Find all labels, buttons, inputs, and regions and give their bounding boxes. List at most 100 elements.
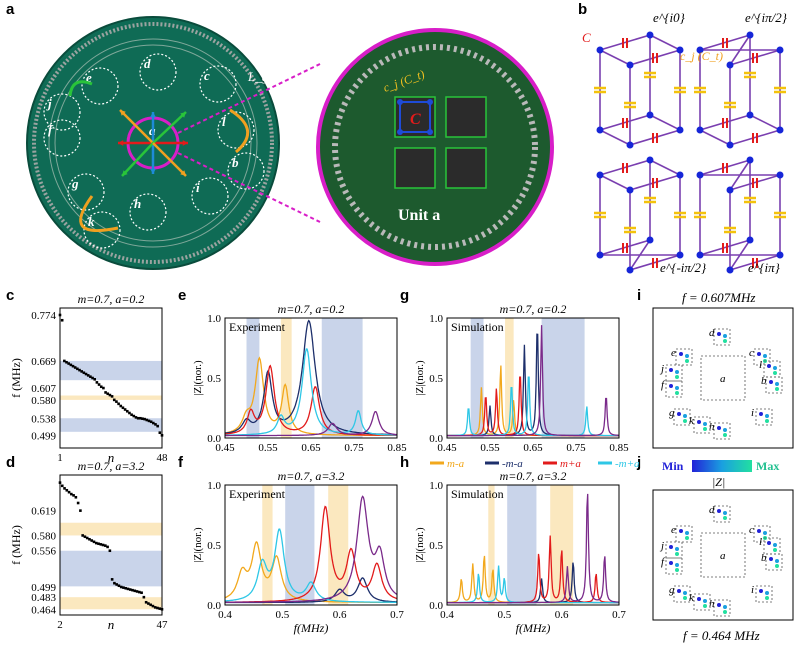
y-axis-label: |Z|(nor.) xyxy=(192,360,204,396)
cell-edge xyxy=(629,129,681,146)
node-dot xyxy=(763,531,767,535)
band xyxy=(280,318,292,438)
arrow-head xyxy=(150,112,156,118)
x-tick-label: 0.65 xyxy=(301,442,321,454)
plot-frame xyxy=(224,484,398,606)
cell-edge xyxy=(649,34,681,51)
panel-label-b: b xyxy=(578,1,587,18)
chart-c: m=0.7, a=0.20.7740.6690.6070.5800.5380.4… xyxy=(9,292,168,465)
data-point xyxy=(130,413,133,417)
data-point xyxy=(88,537,91,541)
data-point xyxy=(90,539,94,542)
node-dot xyxy=(767,364,771,368)
node-dot xyxy=(723,516,727,520)
node-dot xyxy=(675,563,679,567)
cell-node xyxy=(596,126,604,134)
cell-edge xyxy=(729,49,781,66)
node-dot xyxy=(717,603,721,607)
data-point xyxy=(119,585,123,589)
data-point xyxy=(79,509,82,512)
colorbar-gradient xyxy=(692,460,752,472)
panel-label-i: i xyxy=(637,287,641,304)
site-label-f: f xyxy=(661,556,666,568)
data-point xyxy=(71,364,75,368)
band xyxy=(541,318,585,438)
node-dot xyxy=(669,545,673,549)
data-point xyxy=(134,416,138,419)
long-hop-arrow xyxy=(79,195,119,233)
series-line xyxy=(225,410,398,437)
cell-edge xyxy=(649,114,681,131)
chart-title: m=0.7, a=3.2 xyxy=(78,459,145,473)
cell-edge xyxy=(699,114,751,131)
band xyxy=(60,597,162,610)
chart-annotation: Simulation xyxy=(451,320,504,334)
data-point xyxy=(69,363,73,367)
data-point xyxy=(145,418,149,422)
site-e xyxy=(81,67,119,105)
x-axis-label: f(MHz) xyxy=(516,621,551,635)
x-tick-label: 0.55 xyxy=(258,442,278,454)
data-point xyxy=(60,318,64,322)
data-point xyxy=(115,583,118,586)
chart-title: m=0.7, a=0.2 xyxy=(278,302,345,316)
lg-label: L_g xyxy=(247,69,269,84)
node-dot xyxy=(767,541,771,545)
panel-i-title: f = 0.607MHz xyxy=(682,290,755,305)
data-point xyxy=(143,417,146,421)
data-point xyxy=(110,578,114,581)
hopping-arrow xyxy=(152,111,187,144)
site-i xyxy=(191,177,229,215)
data-point xyxy=(138,416,142,420)
x-tick-label: 0.85 xyxy=(609,442,629,454)
data-point xyxy=(117,402,120,406)
data-point xyxy=(158,431,162,434)
band xyxy=(60,418,162,432)
hopping-arrow xyxy=(121,142,154,177)
node xyxy=(397,99,403,105)
y-tick-label: 0.774 xyxy=(31,310,56,322)
site-box-g xyxy=(673,408,691,426)
inductor-marker xyxy=(239,35,253,49)
cell-node xyxy=(746,111,754,119)
cell-node xyxy=(776,251,784,259)
data-point xyxy=(99,543,103,546)
node-dot xyxy=(759,412,763,416)
data-point xyxy=(60,484,64,488)
node-dot xyxy=(697,597,701,601)
b-cj-label: c_j (C_t) xyxy=(680,49,723,63)
zoom-connector-top xyxy=(177,63,321,134)
node-dot xyxy=(675,370,679,374)
node-dot xyxy=(717,332,721,336)
x-tick-label: 0.4 xyxy=(218,609,232,621)
site-g xyxy=(67,173,105,211)
y-tick-label: 0.464 xyxy=(31,604,56,616)
node-dot xyxy=(683,591,687,595)
site-label-d: d xyxy=(144,56,151,71)
data-point xyxy=(152,421,155,425)
unit-label: Unit a xyxy=(398,207,440,224)
panel-b: b e^{i0} e^{iπ/2} e^{-iπ/2} e^{iπ} C c_j… xyxy=(578,1,788,275)
node-dot xyxy=(697,420,701,424)
arrow-head xyxy=(118,140,124,146)
band xyxy=(507,485,537,605)
cell-edge xyxy=(699,129,731,146)
plot-frame xyxy=(59,307,163,449)
y-tick-label: 0.0 xyxy=(207,433,221,445)
site-box-a xyxy=(700,355,746,401)
data-point xyxy=(99,385,103,389)
cell-node xyxy=(596,171,604,179)
cell-node xyxy=(596,251,604,259)
panel-label-g: g xyxy=(400,287,409,304)
cell-edge xyxy=(729,174,781,191)
node-dot xyxy=(669,561,673,565)
x-tick-label: 0.4 xyxy=(440,609,454,621)
site-label-b: b xyxy=(232,155,239,170)
node-dot xyxy=(703,599,707,603)
data-point xyxy=(108,393,112,397)
series-line xyxy=(224,364,397,436)
x-tick-label: 0.7 xyxy=(390,609,404,621)
data-point xyxy=(136,416,140,420)
node-dot xyxy=(685,354,689,358)
